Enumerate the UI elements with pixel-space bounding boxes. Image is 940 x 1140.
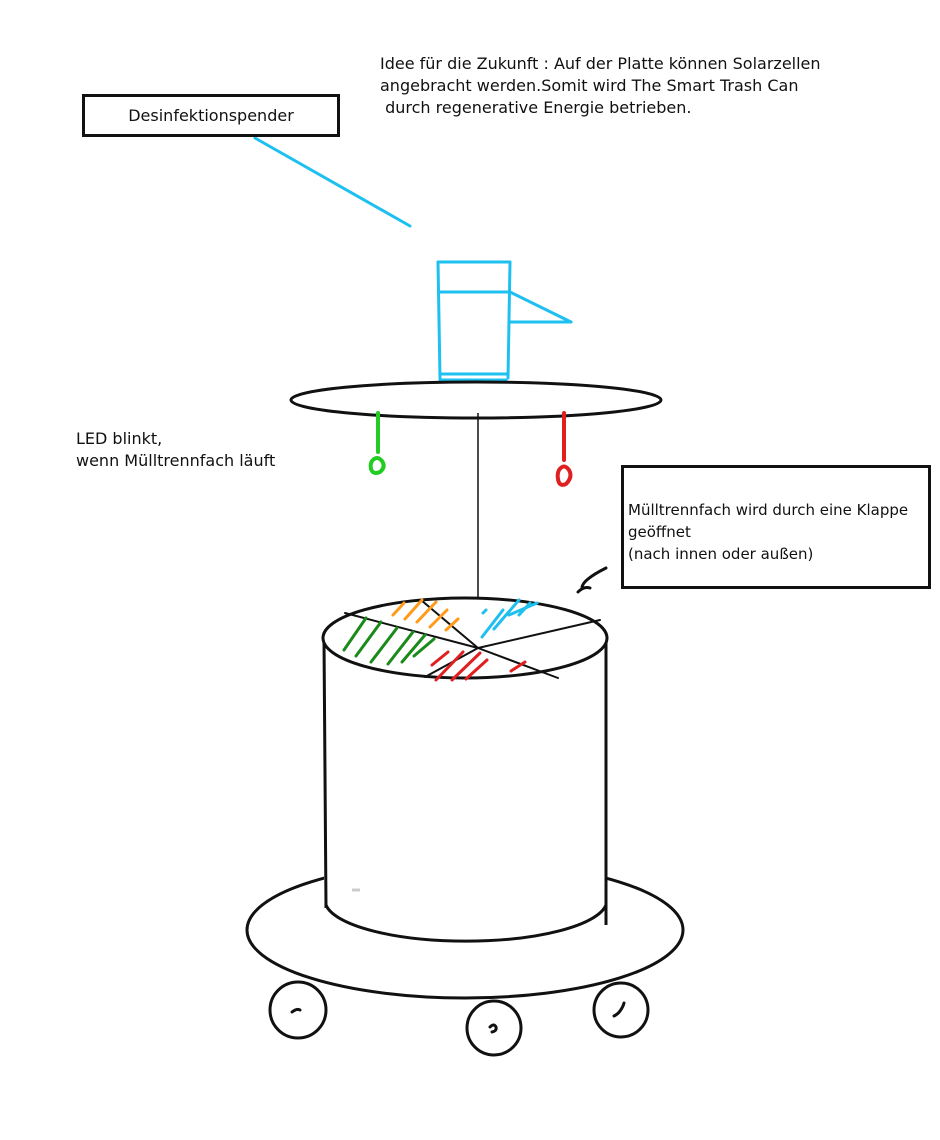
- flap-callout-line: [576, 566, 608, 594]
- wheel-middle: [465, 999, 523, 1057]
- orange-compartment: [391, 598, 460, 632]
- wheel-right: [592, 981, 650, 1039]
- flap-note-box: Mülltrennfach wird durch eine Klappe geö…: [621, 465, 931, 589]
- led-note: LED blinkt, wenn Mülltrennfach läuft: [76, 429, 276, 470]
- green-compartment: [342, 616, 436, 666]
- flap-note-line-2: geöffnet: [628, 523, 691, 541]
- flap-note-line-1: Mülltrennfach wird durch eine Klappe: [628, 501, 909, 519]
- dispenser-label: Desinfektionspender: [128, 106, 294, 125]
- dispenser-label-box: Desinfektionspender: [82, 94, 340, 137]
- disinfectant-dispenser: [436, 260, 573, 382]
- wheel-left: [268, 980, 328, 1040]
- dispenser-callout-line: [253, 136, 412, 228]
- flap-note-line-3: (nach innen oder außen): [628, 545, 814, 563]
- bin-bottom-curve: [324, 904, 608, 943]
- green-led: [368, 411, 386, 475]
- bin-body: [324, 638, 606, 946]
- red-compartment: [430, 650, 527, 682]
- future-idea-note: Idee für die Zukunft : Auf der Platte kö…: [380, 54, 821, 117]
- red-led: [555, 411, 573, 487]
- blue-compartment: [480, 598, 539, 639]
- top-plate: [289, 380, 663, 420]
